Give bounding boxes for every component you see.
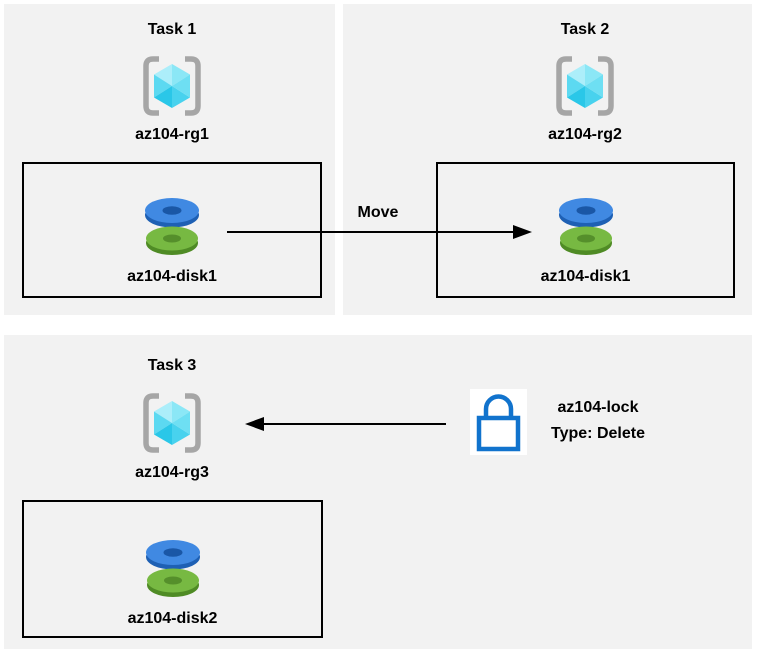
disk-icon <box>143 538 203 605</box>
task1-panel: Task 1 az104-rg1 <box>4 4 335 315</box>
disk-box: az104-disk2 <box>22 500 323 638</box>
task2-title: Task 2 <box>560 21 610 38</box>
lock-name: az104-lock <box>557 399 639 416</box>
lock-annotation: az104-lock Type: Delete <box>523 395 673 447</box>
task1-title: Task 1 <box>147 21 197 38</box>
disk-icon <box>142 196 202 263</box>
disk-name: az104-disk1 <box>127 268 217 285</box>
task2-panel: Task 2 az104-rg2 <box>343 4 752 315</box>
resource-group-icon <box>142 392 202 454</box>
resource-group-icon <box>555 55 615 117</box>
lock-icon <box>470 389 527 455</box>
disk-name: az104-disk2 <box>127 610 218 627</box>
resource-group-name: az104-rg3 <box>135 464 209 481</box>
resource-group-name: az104-rg2 <box>548 126 622 143</box>
task3-title: Task 3 <box>147 357 197 374</box>
disk-icon <box>556 196 616 263</box>
task3-panel: Task 3 az104-rg3 <box>4 335 752 649</box>
disk-box: az104-disk1 <box>436 162 735 298</box>
disk-box: az104-disk1 <box>22 162 322 298</box>
lock-type: Type: Delete <box>551 425 645 442</box>
disk-name: az104-disk1 <box>540 268 631 285</box>
resource-group-name: az104-rg1 <box>135 126 209 143</box>
resource-group-icon <box>142 55 202 117</box>
move-arrow-label: Move <box>357 204 399 221</box>
